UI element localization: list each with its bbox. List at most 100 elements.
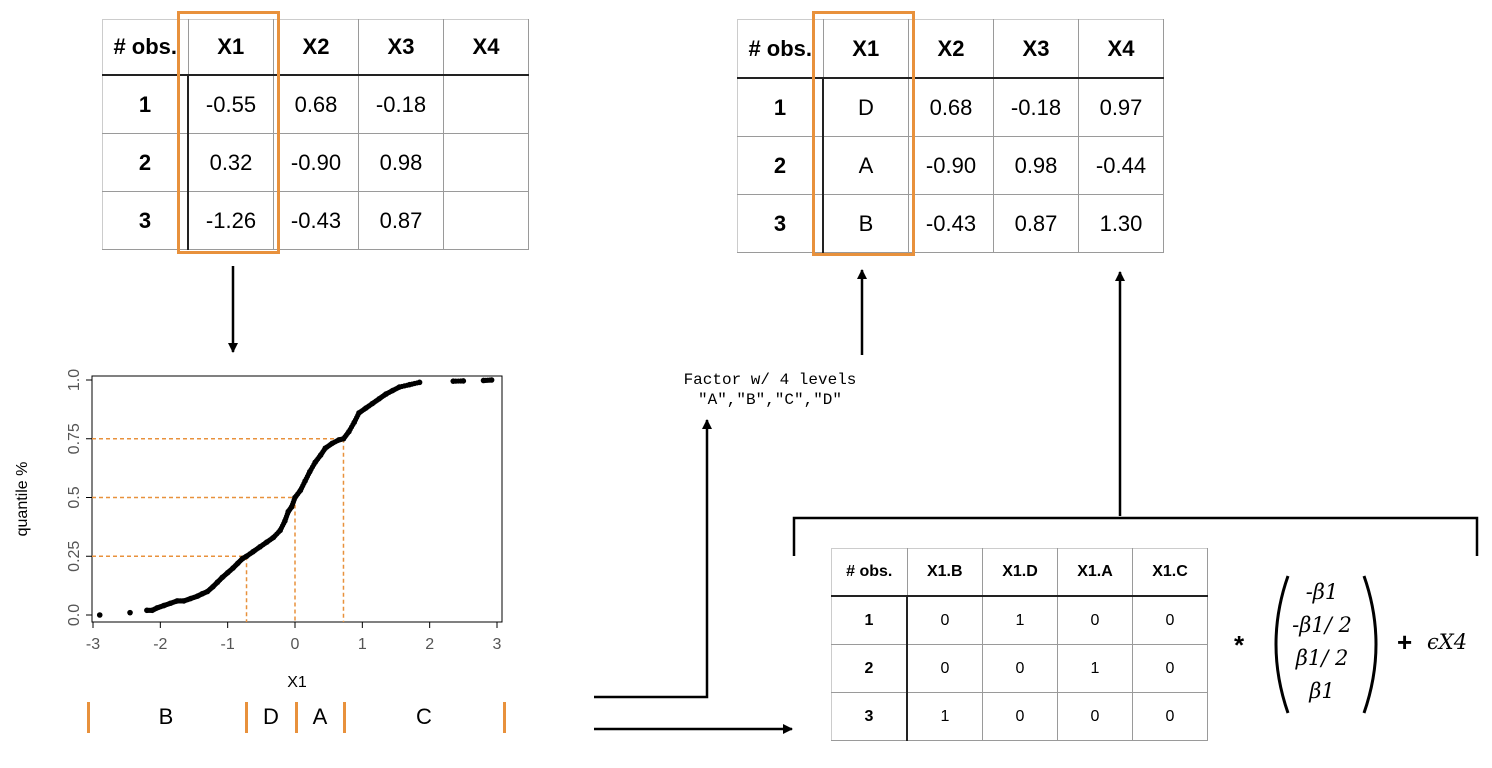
table-cell: -0.43 <box>273 191 359 250</box>
header-cell: X2 <box>273 19 359 76</box>
table-cell: 0.87 <box>358 191 444 250</box>
table-cell: -0.44 <box>1078 136 1164 195</box>
factor-note-line1: Factor w/ 4 levels <box>683 371 857 389</box>
table-cell: 0.98 <box>358 133 444 192</box>
coefficient-vector: -β1 -β1/ 2 β1/ 2 β1 <box>1282 576 1362 708</box>
data-point <box>458 378 464 384</box>
table-cell: B <box>822 194 909 253</box>
data-point <box>395 385 401 391</box>
table-cell <box>443 74 529 134</box>
data-point <box>269 536 275 542</box>
data-point <box>301 480 307 486</box>
data-point <box>296 489 302 495</box>
header-cell: # obs. <box>831 548 908 597</box>
obs-cell: 2 <box>737 136 824 195</box>
obs-cell: 1 <box>737 77 824 137</box>
table-cell: 1.30 <box>1078 194 1164 253</box>
table-cell: 0 <box>982 644 1058 693</box>
header-cell: X4 <box>443 19 529 76</box>
y-tick-label: 0.75 <box>66 423 83 454</box>
data-point <box>350 422 356 428</box>
table-cell: 0 <box>982 692 1058 741</box>
x-tick-label: 3 <box>493 636 502 653</box>
table-header-row: # obs. X1 X2 X3 X4 <box>737 19 1164 79</box>
table-row: 1 D 0.68 -0.18 0.97 <box>737 77 1164 137</box>
table-row: 1 -0.55 0.68 -0.18 <box>102 74 529 134</box>
table-cell: 1 <box>1057 644 1133 693</box>
segment-boundary-tick <box>245 702 248 733</box>
data-point <box>486 377 493 383</box>
table-header-row: # obs. X1 X2 X3 X4 <box>102 19 529 76</box>
x-tick-label: 0 <box>291 636 300 653</box>
data-point <box>306 471 312 477</box>
header-cell: X1 <box>822 19 909 79</box>
obs-cell: 3 <box>737 194 824 253</box>
data-point <box>127 609 133 616</box>
header-cell: X1.D <box>982 548 1058 597</box>
x-tick-label: -1 <box>221 636 235 653</box>
segment-boundary-tick <box>87 702 90 733</box>
header-cell: X2 <box>908 19 994 79</box>
x1-factor-column-highlight <box>812 11 915 256</box>
header-cell: # obs. <box>102 19 189 76</box>
table-cell: 0.87 <box>993 194 1079 253</box>
vector-entry: β1 <box>1309 679 1335 703</box>
x1-column-highlight <box>177 11 280 254</box>
header-cell: X1.A <box>1057 548 1133 597</box>
segment-label-d: D <box>263 704 279 729</box>
top-right-data-table: # obs. X1 X2 X3 X4 1 D 0.68 -0.18 0.97 2… <box>737 19 1164 253</box>
vector-entry: -β1 <box>1305 580 1339 604</box>
x-tick-label: 1 <box>358 636 367 653</box>
header-cell: X1.C <box>1132 548 1208 597</box>
table-row: 3 -1.26 -0.43 0.87 <box>102 191 529 250</box>
segment-label-b: B <box>158 704 174 729</box>
table-cell: -0.43 <box>908 194 994 253</box>
table-cell: -1.26 <box>187 191 274 250</box>
table-cell: A <box>822 136 909 195</box>
dummy-coded-table: # obs. X1.B X1.D X1.A X1.C 1 0 1 0 0 2 0… <box>831 548 1208 741</box>
arrow-plot-to-factor <box>594 419 712 699</box>
plot-frame <box>91 375 503 623</box>
obs-cell: 2 <box>102 133 189 192</box>
segment-boundary-tick <box>295 702 298 733</box>
table-cell: 0.32 <box>187 133 274 192</box>
table-cell: 0.98 <box>993 136 1079 195</box>
table-cell: 0 <box>1132 644 1208 693</box>
obs-cell: 1 <box>102 74 189 134</box>
table-cell: -0.90 <box>273 133 359 192</box>
error-term: ϵX4 <box>1427 630 1468 654</box>
data-point <box>291 497 297 503</box>
bracket-over-formula <box>792 516 1479 556</box>
data-point <box>96 612 103 618</box>
table-cell: -0.55 <box>187 74 274 134</box>
segment-boundary-tick <box>503 702 506 733</box>
table-row: 3 1 0 0 0 <box>831 692 1208 741</box>
vector-entry: β1/ 2 <box>1295 646 1349 670</box>
data-point <box>414 380 420 386</box>
header-cell: X1.B <box>906 548 983 597</box>
vector-left-paren <box>1274 575 1290 714</box>
table-cell: 0.68 <box>908 77 994 137</box>
data-point <box>344 430 351 437</box>
x-tick-label: -2 <box>153 636 167 653</box>
header-cell: X4 <box>1078 19 1164 79</box>
data-point <box>275 529 282 535</box>
table-row: 2 0 0 1 0 <box>831 644 1208 693</box>
table-cell: 0 <box>1057 692 1133 741</box>
table-cell: 0 <box>1132 692 1208 741</box>
data-point <box>355 412 361 418</box>
table-cell <box>443 191 529 250</box>
multiply-sign: * <box>1234 630 1245 660</box>
segment-boundary-tick <box>343 702 346 733</box>
table-cell: 0.68 <box>273 74 359 134</box>
table-cell: 0 <box>1132 595 1208 645</box>
table-cell: 1 <box>906 692 983 741</box>
data-point <box>404 382 410 388</box>
vector-right-paren <box>1362 575 1378 714</box>
data-point <box>281 520 287 526</box>
vector-entry: -β1/ 2 <box>1292 613 1352 637</box>
header-cell: X3 <box>993 19 1079 79</box>
x-tick-label: 2 <box>425 636 434 653</box>
